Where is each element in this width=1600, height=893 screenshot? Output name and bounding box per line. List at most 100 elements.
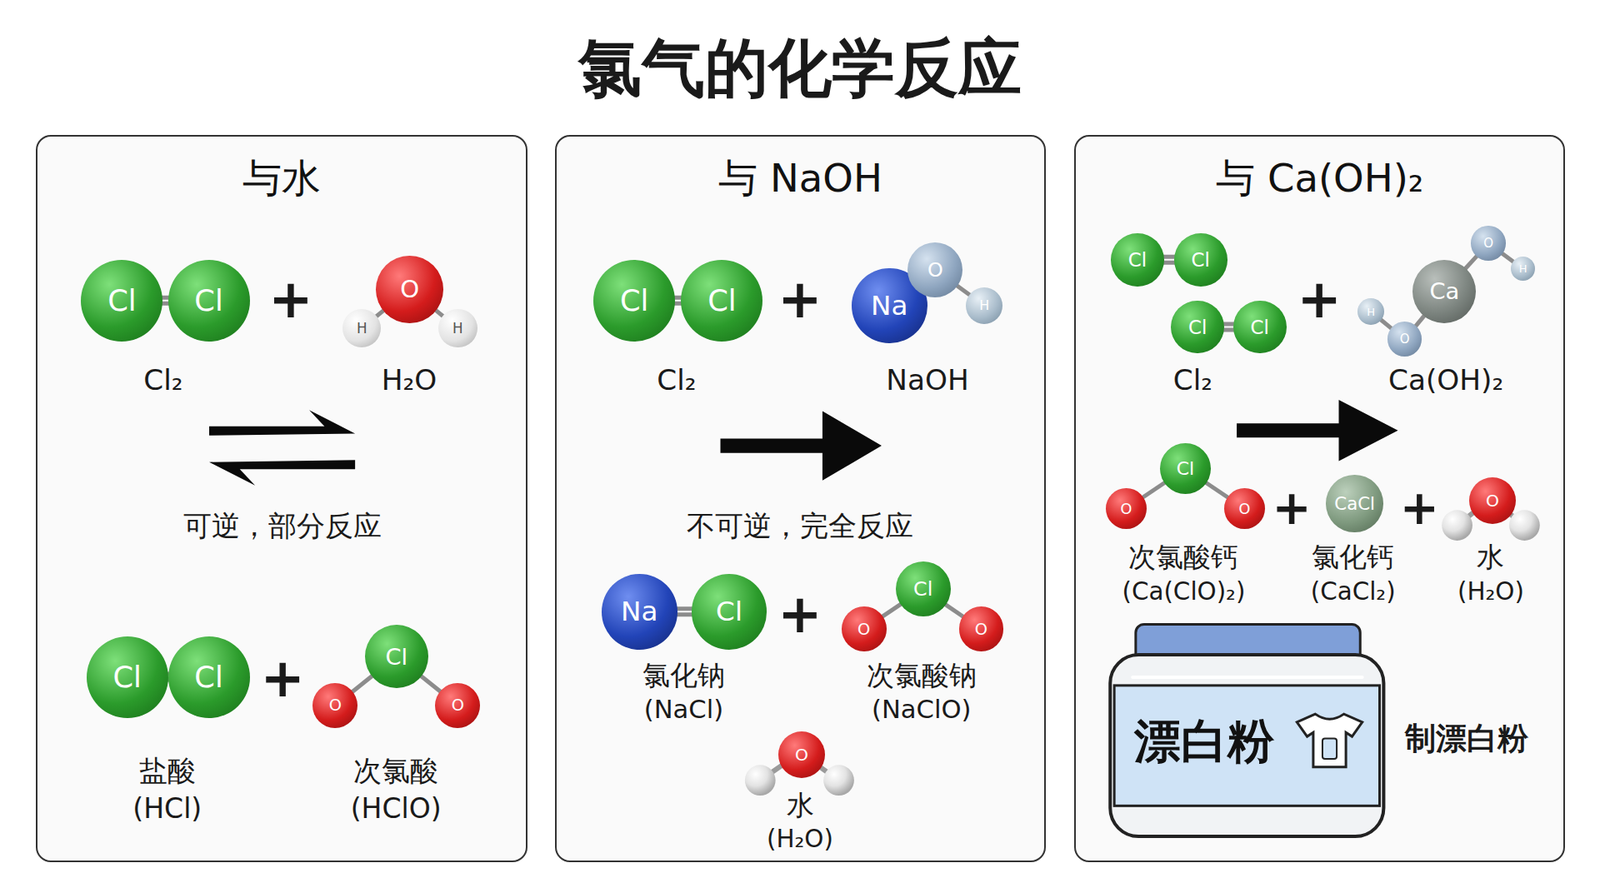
formula-label: (HCl)	[132, 791, 202, 825]
atom-sphere: Na	[601, 574, 678, 650]
bond-line	[351, 675, 374, 694]
hydrogen-sphere	[1509, 510, 1540, 541]
atom-sphere: O	[841, 606, 887, 652]
bleach-jar: 漂白粉	[1111, 625, 1385, 839]
atom-symbol: Cl	[194, 283, 223, 318]
atom-sphere: Cl	[691, 574, 768, 650]
atom-symbol: O	[1485, 490, 1500, 511]
panel-ground	[35, 135, 528, 863]
jar-text: 漂白粉	[1134, 710, 1275, 775]
atom-symbol: Na	[870, 290, 908, 322]
panel-ground	[555, 135, 1046, 863]
atom-sphere: H	[438, 309, 478, 349]
formula-label: 次氯酸钙	[1128, 538, 1239, 576]
formula-label: (Ca(ClO)₂)	[1121, 577, 1245, 606]
jar-body	[1110, 655, 1384, 837]
atom-symbol: Cl	[1128, 249, 1147, 271]
jar-label	[1114, 685, 1380, 806]
jar-shine	[1132, 675, 1363, 680]
atom-symbol: O	[1120, 500, 1132, 518]
atom-sphere: O	[1224, 488, 1265, 530]
reaction-arrow	[209, 410, 355, 436]
atom-symbol: Cl	[112, 660, 141, 695]
atom-symbol: O	[400, 275, 420, 304]
atom-sphere: Cl	[86, 636, 169, 719]
bond-line	[1141, 482, 1166, 499]
reaction-arrow	[1236, 400, 1398, 461]
atom-symbol: H	[356, 320, 368, 337]
atom-sphere: Cl	[365, 625, 429, 689]
hydrogen-sphere	[823, 765, 855, 796]
atom-sphere: O	[907, 242, 963, 298]
formula-label: Cl₂	[656, 363, 696, 397]
atom-sphere: CaCl	[1325, 475, 1384, 533]
formula-label: Cl₂	[1173, 363, 1213, 397]
formula-label: 水	[786, 787, 815, 825]
atom-symbol: Cl	[194, 660, 223, 695]
atom-symbol: Cl	[1191, 249, 1210, 271]
formula-label: 水	[1476, 538, 1505, 576]
formula-label: (NaClO)	[871, 695, 972, 725]
formula-label: (NaCl)	[644, 695, 724, 725]
formula-label: 盐酸	[139, 752, 196, 791]
bond-line	[944, 604, 965, 618]
plus-sign: +	[777, 583, 822, 645]
shirt-icon	[1296, 714, 1362, 768]
atom-symbol: Ca	[1429, 278, 1460, 305]
hydrogen-sphere	[745, 765, 776, 796]
atom-symbol: H	[979, 297, 990, 314]
plus-sign: +	[260, 647, 305, 710]
formula-label: 次氯酸钠	[866, 656, 977, 695]
formula-label: (CaCl₂)	[1310, 577, 1396, 606]
atom-sphere: O	[375, 255, 444, 324]
atom-sphere: O	[435, 683, 480, 729]
atom-sphere: Cl	[80, 260, 163, 342]
bond-line	[880, 604, 902, 619]
atom-sphere: O	[312, 683, 358, 729]
formula-label: 可逆，部分反应	[183, 507, 382, 546]
atom-sphere: O	[1470, 225, 1506, 261]
reaction-arrow	[720, 410, 881, 480]
atom-symbol: Cl	[1188, 316, 1207, 339]
bond-line	[1205, 482, 1230, 499]
atom-symbol: O	[927, 258, 944, 282]
formula-label: Ca(OH)₂	[1388, 363, 1504, 397]
atom-symbol: Cl	[385, 644, 409, 670]
atom-sphere: O	[1105, 488, 1147, 530]
plus-sign: +	[777, 268, 822, 330]
atom-sphere: H	[342, 309, 382, 349]
atom-symbol: Na	[620, 595, 658, 628]
formula-label: (H₂O)	[1457, 577, 1525, 606]
atom-symbol: O	[1483, 235, 1494, 251]
atom-sphere: Cl	[168, 636, 250, 719]
atom-sphere: O	[778, 731, 825, 779]
plus-sign: +	[1297, 268, 1342, 330]
atom-sphere: Cl	[1170, 300, 1225, 355]
atom-sphere: Cl	[895, 561, 951, 617]
bond-line	[1465, 255, 1479, 270]
atom-sphere: Cl	[168, 260, 250, 342]
atom-symbol: O	[975, 620, 988, 640]
bond-line	[675, 609, 694, 615]
atom-symbol: O	[451, 695, 465, 715]
title: 氯气的化学反应	[578, 26, 1022, 113]
atom-symbol: Cl	[707, 283, 736, 318]
bond-line	[420, 675, 442, 694]
atom-symbol: CaCl	[1334, 493, 1375, 515]
panel-heading: 与水	[37, 152, 526, 205]
formula-label: H₂O	[381, 363, 437, 397]
formula-label: NaOH	[885, 363, 969, 397]
atom-sphere: H	[1357, 298, 1385, 325]
atom-symbol: Cl	[1176, 458, 1195, 480]
formula-label: 氯化钠	[642, 656, 725, 695]
formula-label: 制漂白粉	[1405, 718, 1529, 760]
reaction-panel: 与 NaOHClClNaOHNaClClOOO	[555, 135, 1046, 863]
atom-sphere: Cl	[1233, 300, 1287, 355]
atom-symbol: H	[1519, 262, 1528, 275]
atom-sphere: Cl	[1110, 233, 1165, 287]
atom-symbol: Cl	[107, 283, 136, 318]
plus-sign: +	[1272, 480, 1312, 535]
atom-sphere: Cl	[1174, 233, 1228, 287]
atom-symbol: H	[452, 320, 464, 337]
